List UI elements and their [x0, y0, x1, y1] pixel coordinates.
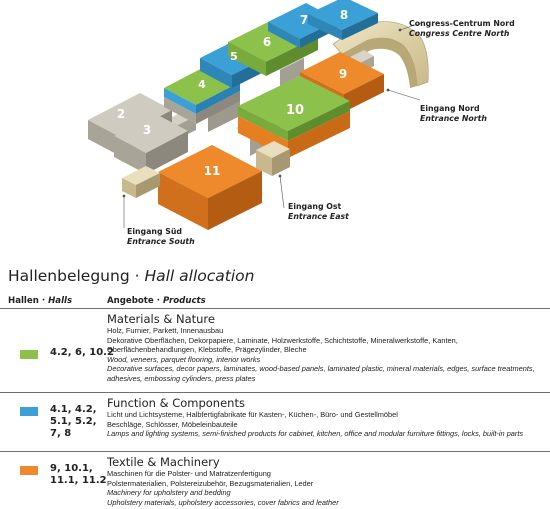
congress-label-en: Congress Centre North — [409, 29, 510, 38]
product-title: Function & Components — [107, 396, 245, 410]
divider — [0, 308, 550, 309]
hall-numbers: 4.2, 6, 10.2 — [50, 347, 114, 358]
color-swatch — [20, 407, 38, 416]
hall-label: 6 — [263, 35, 271, 49]
hall-3 — [114, 114, 188, 174]
exhibition-site-map: 2 3 4 5 6 7 8 9 10 11 Congress-Centrum N… — [88, 0, 515, 246]
hall-label: 7 — [300, 13, 308, 27]
congress-label: Congress-Centrum Nord — [409, 19, 515, 28]
entrance-east-label: Eingang Ost — [288, 202, 342, 211]
hall-label: 9 — [339, 67, 347, 81]
product-desc-en: Lamps and lighting systems, semi-finishe… — [107, 429, 524, 439]
entrance-south-label-en: Entrance South — [127, 237, 195, 246]
hall-8 — [308, 0, 378, 40]
allocation-title: Hallenbelegung · Hall allocation — [8, 267, 255, 285]
entrance-south-building — [122, 166, 160, 198]
hall-label: 5 — [230, 50, 238, 63]
product-block: Materials & Nature Holz, Furnier, Parket… — [107, 312, 546, 384]
column-header-halls: Hallen · Halls — [8, 296, 73, 306]
product-desc-de: Maschinen für die Polster- und Matratzen… — [107, 469, 314, 488]
hall-numbers: 9, 10.1, 11.1, 11.2 — [50, 463, 107, 486]
product-desc-en: Machinery for upholstery and bedding Uph… — [107, 488, 339, 507]
hall-label: 4 — [198, 78, 206, 91]
product-desc-de: Holz, Furnier, Parkett, Innenausbau Deko… — [107, 326, 458, 355]
product-block: Function & Components Licht und Lichtsys… — [107, 396, 546, 439]
color-swatch — [20, 350, 38, 359]
hall-label: 11 — [204, 164, 221, 178]
hall-label: 10 — [286, 103, 304, 118]
entrance-north-label-en: Entrance North — [420, 114, 487, 123]
product-desc-de: Licht und Lichtsysteme, Halbfertigfabrik… — [107, 410, 398, 429]
product-title: Textile & Machinery — [107, 455, 220, 469]
divider — [0, 392, 550, 393]
divider — [0, 451, 550, 452]
product-title: Materials & Nature — [107, 312, 215, 326]
hall-label: 8 — [340, 8, 348, 22]
callouts — [122, 21, 425, 228]
color-swatch — [20, 466, 38, 475]
product-desc-en: Wood, veneers, parquet flooring, interio… — [107, 354, 535, 383]
column-header-products: Angebote · Products — [107, 296, 206, 306]
entrance-north-label: Eingang Nord — [420, 104, 480, 113]
hall-label: 3 — [143, 123, 151, 137]
product-block: Textile & Machinery Maschinen für die Po… — [107, 455, 546, 507]
entrance-east-label-en: Entrance East — [288, 212, 349, 221]
hall-numbers: 4.1, 4.2, 5.1, 5.2, 7, 8 — [50, 404, 97, 439]
hall-label: 2 — [117, 107, 125, 121]
hall-11 — [158, 145, 262, 230]
entrance-south-label: Eingang Süd — [127, 227, 182, 236]
entrance-east-building — [256, 141, 290, 176]
